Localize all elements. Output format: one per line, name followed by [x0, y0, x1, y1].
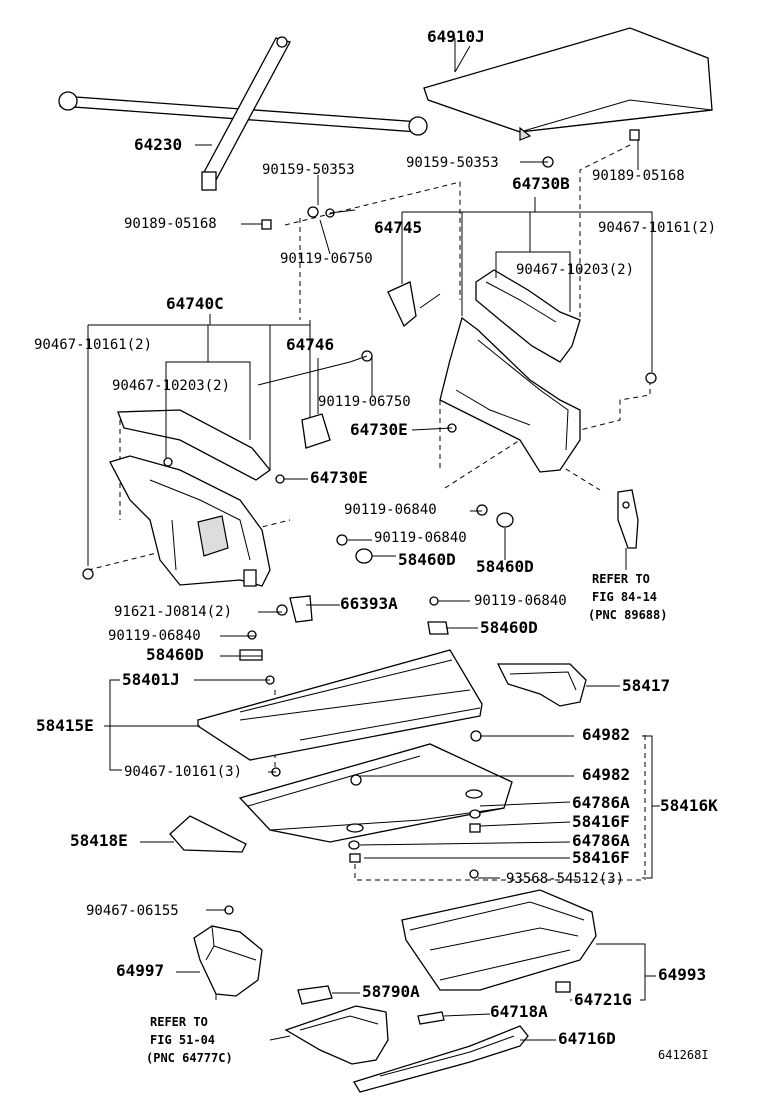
trim-58418E	[169, 815, 247, 853]
label-90467-10161-3: 90467-10161(3)	[124, 764, 243, 780]
label-64786A-b: 64786A	[572, 831, 630, 850]
refer-label-2-line1: REFER TO	[150, 1015, 208, 1029]
label-64730B: 64730B	[512, 174, 570, 193]
label-64740C: 64740C	[166, 294, 224, 313]
label-58460D-b: 58460D	[476, 557, 534, 576]
label-58418E: 58418E	[70, 831, 128, 850]
refer-label-1-line1: REFER TO	[592, 572, 650, 586]
label-64716D: 64716D	[558, 1029, 616, 1048]
label-66393A: 66393A	[340, 594, 398, 613]
label-90119-06750-a: 90119-06750	[280, 251, 373, 267]
label-58460D-c: 58460D	[480, 618, 538, 637]
refer-label-1-line3: (PNC 89688)	[588, 608, 668, 622]
clips-top	[261, 129, 640, 230]
label-90467-10161-2-a: 90467-10161(2)	[598, 220, 717, 236]
trim-58417	[496, 663, 587, 707]
label-90189-05168-b: 90189-05168	[124, 216, 217, 232]
refer-label-2-line3: (PNC 64777C)	[146, 1051, 233, 1065]
label-90189-05168-a: 90189-05168	[592, 168, 685, 184]
label-58415E: 58415E	[36, 716, 94, 735]
label-90119-06840-d: 90119-06840	[108, 628, 201, 644]
label-58790A: 58790A	[362, 982, 420, 1001]
trim-64730B	[439, 269, 657, 473]
label-64718A: 64718A	[490, 1002, 548, 1021]
label-64746: 64746	[286, 335, 335, 354]
brace-64230	[58, 36, 428, 191]
bracket-right	[617, 489, 639, 549]
label-64997: 64997	[116, 961, 165, 980]
fasteners-middle	[239, 474, 514, 661]
label-64993: 64993	[658, 965, 707, 984]
label-58460D-a: 58460D	[398, 550, 456, 569]
label-58460D-d: 58460D	[146, 645, 204, 664]
label-91621-J0814-2: 91621-J0814(2)	[114, 604, 233, 620]
label-90119-06840-b: 90119-06840	[374, 530, 467, 546]
label-90467-06155: 90467-06155	[86, 903, 179, 919]
trim-64746	[301, 413, 331, 449]
label-58416F-a: 58416F	[572, 812, 630, 831]
trim-64745	[387, 281, 441, 328]
label-93568-54512-3: 93568-54512(3)	[506, 871, 625, 887]
label-90467-10203-2-b: 90467-10203(2)	[112, 378, 231, 394]
tray-64993	[401, 889, 597, 993]
figure-id: 641268I	[658, 1048, 709, 1062]
label-64982-b: 64982	[582, 765, 631, 784]
label-90159-50353-b: 90159-50353	[406, 155, 499, 171]
label-64786A-a: 64786A	[572, 793, 630, 812]
label-90159-50353-a: 90159-50353	[262, 162, 355, 178]
board-58416K	[238, 730, 513, 879]
refer-label-2-line2: FIG 51-04	[150, 1033, 216, 1047]
label-64730E-a: 64730E	[350, 420, 408, 439]
refer-label-1-line2: FIG 84-14	[592, 590, 658, 604]
label-64730E-b: 64730E	[310, 468, 368, 487]
label-90119-06750-b: 90119-06750	[318, 394, 411, 410]
cover-64910J	[423, 27, 713, 141]
label-90119-06840-a: 90119-06840	[344, 502, 437, 518]
box-64997	[193, 905, 263, 1000]
leader-lines	[87, 38, 660, 1041]
label-64230: 64230	[134, 135, 183, 154]
label-90119-06840-c: 90119-06840	[474, 593, 567, 609]
small-parts-bottom	[297, 985, 445, 1025]
label-58401J: 58401J	[122, 670, 180, 689]
label-64745: 64745	[374, 218, 423, 237]
label-64982-a: 64982	[582, 725, 631, 744]
trim-64740C	[82, 350, 373, 587]
label-58416F-b: 58416F	[572, 848, 630, 867]
label-58417: 58417	[622, 676, 671, 695]
label-58416K: 58416K	[660, 796, 718, 815]
scuff-64716D	[284, 1005, 529, 1093]
label-90467-10161-2-b: 90467-10161(2)	[34, 337, 153, 353]
label-64721G: 64721G	[574, 990, 632, 1009]
label-64910J: 64910J	[427, 27, 485, 46]
label-90467-10203-2-a: 90467-10203(2)	[516, 262, 635, 278]
